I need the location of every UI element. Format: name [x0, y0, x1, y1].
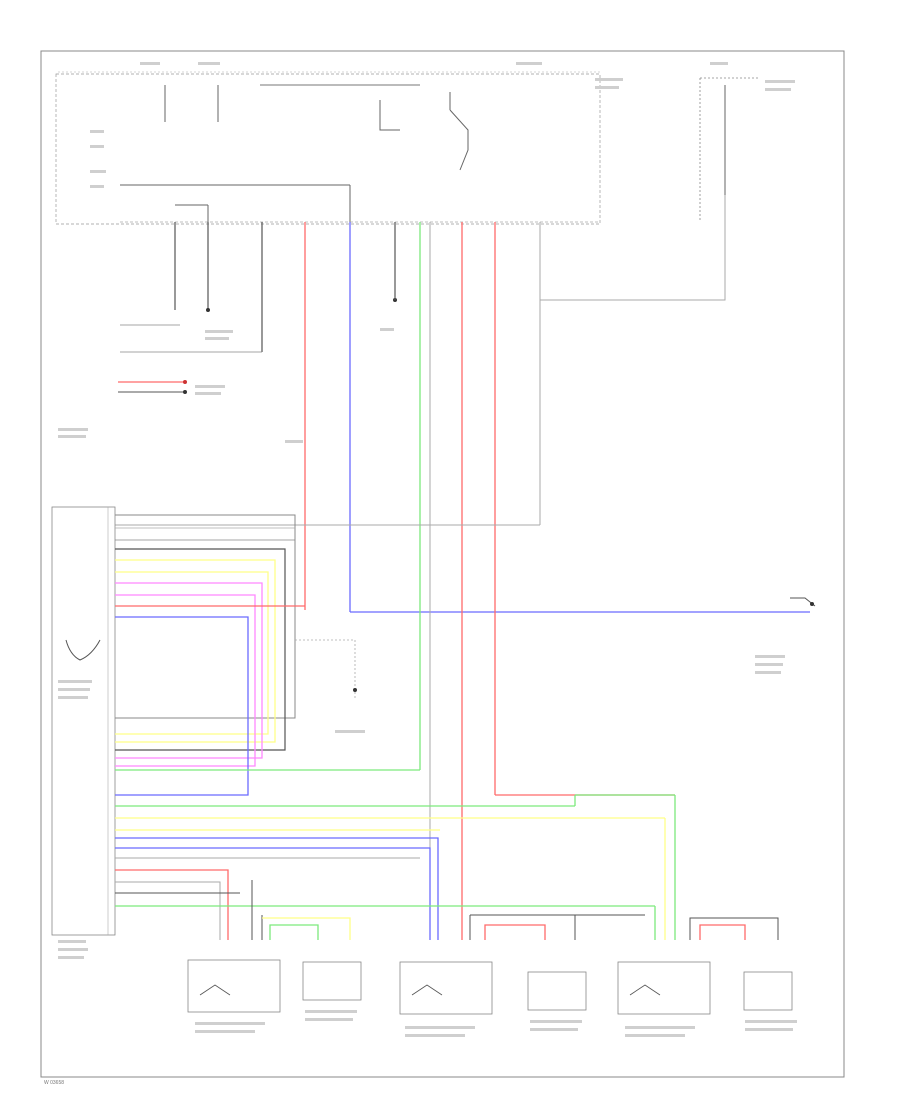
motor-jumper-red-2 [699, 924, 746, 940]
diagram-border [40, 50, 845, 1078]
relay-switch [449, 109, 469, 171]
footer-code: W 03658 [44, 1080, 64, 1086]
upper-drop-wires [174, 222, 397, 352]
switch-left-rear [527, 971, 587, 1011]
motor-right-rear [617, 961, 711, 1015]
harness-loop-violet-2 [115, 594, 256, 767]
motor-front-right [187, 959, 281, 1013]
bottom-motors [187, 959, 793, 1015]
motor-jumper-red-1 [484, 924, 546, 940]
lower-gray-2 [115, 881, 221, 940]
harness-loop-gray [115, 514, 296, 719]
main-wires [115, 222, 810, 940]
module-symbol-icon [65, 639, 101, 661]
ground-point-3 [353, 688, 357, 692]
left-control-module [51, 506, 116, 936]
harness-loop-yellow-2 [115, 571, 269, 735]
harness-loop-black [115, 548, 286, 751]
ground-lead [295, 639, 356, 700]
splice-red [183, 380, 187, 384]
lower-red-1 [115, 869, 229, 940]
door-switch-contact [810, 602, 814, 606]
motor-jumper-green [269, 924, 319, 940]
lower-blue-2 [115, 847, 431, 940]
motor-jumper-yellow [262, 917, 351, 940]
harness-loop-yellow-1 [115, 559, 276, 743]
relay-coil [379, 100, 400, 131]
motor-black-loop [689, 917, 779, 940]
harness-loop-blue [115, 616, 249, 796]
harness-loop-violet-1 [115, 582, 263, 759]
motor-black-drops [469, 915, 576, 940]
upper-harness-bundle [115, 514, 420, 796]
remote-component-zone [539, 77, 760, 301]
motor-symbol-icons [199, 984, 661, 996]
remote-return-wire [539, 195, 726, 301]
left-switch-block [118, 324, 262, 394]
module-outline [51, 506, 116, 936]
lower-harness [115, 795, 779, 940]
switch-front-right [302, 961, 362, 1001]
junction-box-outline [55, 73, 601, 225]
right-door-switch [790, 597, 816, 607]
illegible-labels [58, 62, 797, 1037]
ground-point-1 [206, 308, 210, 312]
remote-outline [699, 77, 760, 222]
power-distribution-zone [55, 71, 601, 225]
switch-right-rear [743, 971, 793, 1011]
motor-left-rear [399, 961, 493, 1015]
lower-black-drops [251, 880, 263, 940]
splice-black [183, 390, 187, 394]
